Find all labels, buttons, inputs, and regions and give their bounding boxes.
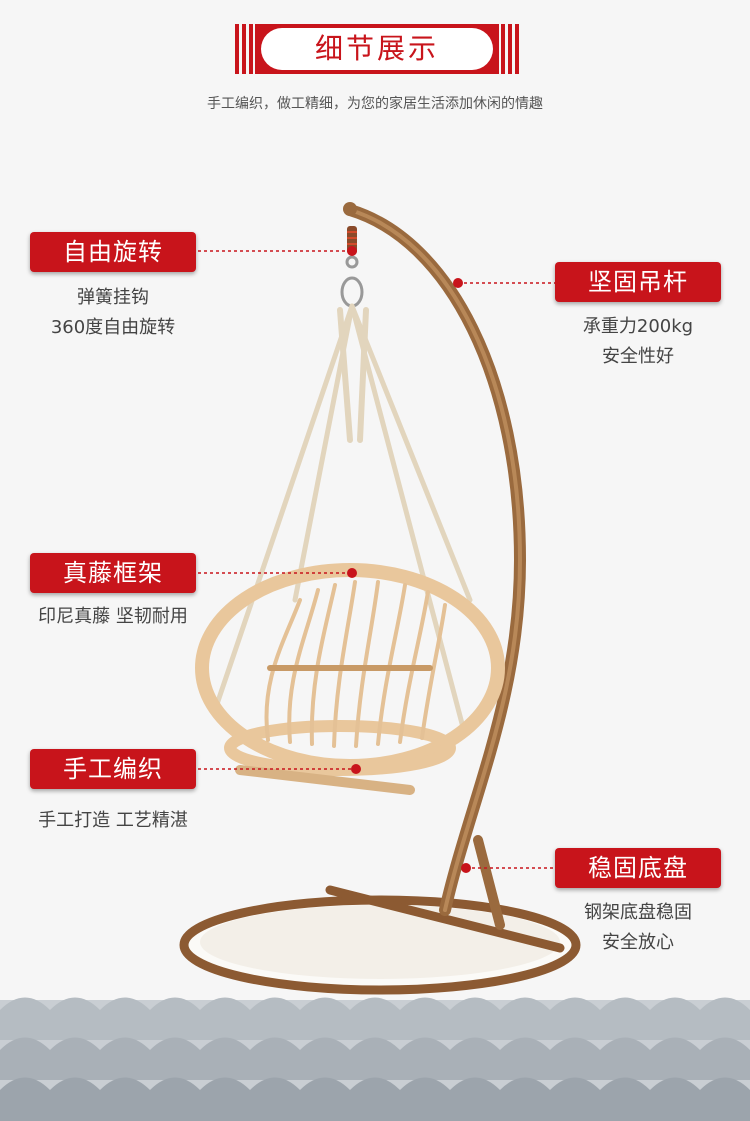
rattan-chair xyxy=(195,563,505,795)
title-right-stripes xyxy=(501,24,519,74)
title-left-stripes xyxy=(235,24,253,74)
page-subtitle: 手工编织，做工精细，为您的家居生活添加休闲的情趣 xyxy=(207,96,543,112)
hanging-ropes xyxy=(212,303,473,738)
stand-pole xyxy=(343,202,527,930)
feature-label-weaving: 手工编织 xyxy=(30,749,196,789)
feature-label-frame: 真藤框架 xyxy=(30,553,196,593)
feature-label-rotation: 自由旋转 xyxy=(30,232,196,272)
feature-desc-rotation: 弹簧挂钩 360度自由旋转 xyxy=(50,287,176,338)
section-title: 细节展示 xyxy=(233,24,521,74)
feature-desc-weaving: 手工打造 工艺精湛 xyxy=(38,810,188,831)
callout-connectors xyxy=(198,246,555,873)
feature-label-base: 稳固底盘 xyxy=(555,848,721,888)
feature-desc-pole: 承重力200kg 安全性好 xyxy=(582,316,694,367)
title-banner xyxy=(255,24,499,74)
roof-tile-decoration xyxy=(0,997,750,1121)
feature-desc-base: 钢架底盘稳固 安全放心 xyxy=(584,902,692,953)
page-title: 细节展示 xyxy=(314,32,439,65)
feature-label-pole: 坚固吊杆 xyxy=(555,262,721,302)
spring-hook xyxy=(340,226,364,308)
base-stand xyxy=(179,885,581,995)
feature-desc-frame: 印尼真藤 坚韧耐用 xyxy=(38,606,188,627)
